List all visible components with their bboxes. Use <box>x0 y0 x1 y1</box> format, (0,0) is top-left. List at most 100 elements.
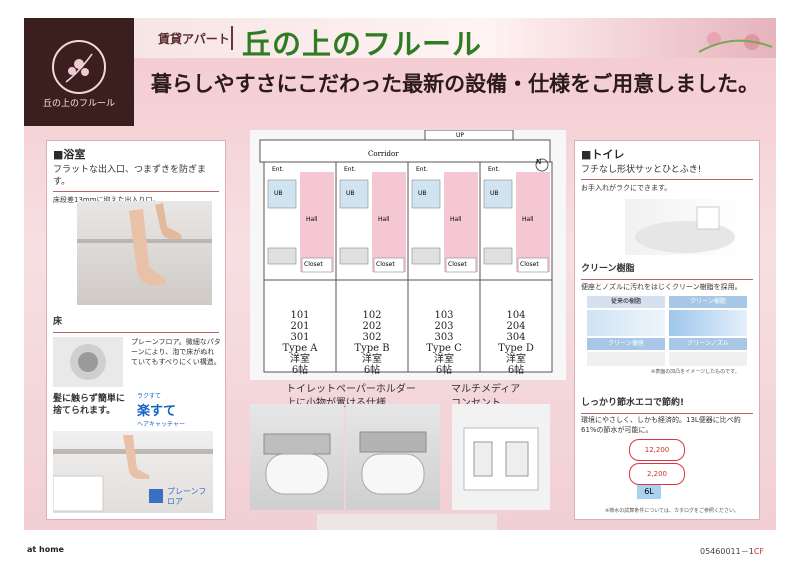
badge-small: ラクすて <box>137 393 162 400</box>
brand-label: プレーンフロア <box>167 487 207 506</box>
floor-text: プレーンフロア。微細なパターンにより、泡で床がぬれていてもすべりにくい構造。 <box>131 338 221 366</box>
room-number: 201 <box>290 321 310 332</box>
ub-label: UB <box>346 190 355 197</box>
bath-note: 床段差13mmに抑えた出入り口。 <box>53 196 160 204</box>
unit-type: Type A <box>282 343 318 354</box>
drain-photo <box>53 337 123 387</box>
bath-lead: フラットな出入口、つまずきを防ぎます。 <box>53 165 207 187</box>
room-number: 304 <box>506 332 526 343</box>
divider <box>53 191 219 192</box>
bath-panel: ■浴室 フラットな出入口、つまずきを防ぎます。 床段差13mmに抑えた出入り口。… <box>46 140 226 520</box>
resin-sample <box>587 310 665 336</box>
room-number: 204 <box>506 321 526 332</box>
divider <box>581 179 753 180</box>
floor-plan: Corridor UP N Ent. Ent. Ent. Ent. UB UB … <box>250 129 566 380</box>
floor-heading: 床 <box>53 317 63 327</box>
title-separator <box>231 26 233 50</box>
logo: 丘の上のフルール <box>24 18 134 126</box>
room-kind: 洋室 <box>434 354 454 365</box>
athome-logo: at home <box>27 545 64 554</box>
flower-logo-icon <box>52 40 106 94</box>
ub-label: UB <box>274 190 283 197</box>
property-title: 丘の上のフルール <box>242 27 483 61</box>
resin-label: クリーンノズル <box>669 338 747 350</box>
hall-label: Hall <box>306 216 318 223</box>
resin-heading: クリーン樹脂 <box>581 264 635 274</box>
divider <box>53 332 219 333</box>
unit-type: Type D <box>498 343 534 354</box>
holder-caption-line2: 上に小物が置ける仕様 <box>286 394 386 409</box>
room-size: 6帖 <box>363 365 381 376</box>
media-caption-line2: コンセント <box>451 394 501 409</box>
divider <box>581 279 753 280</box>
toilet-panel: ■トイレ フチなし形状サッとひとふき! お手入れがラクにできます。 クリーン樹脂… <box>574 140 760 520</box>
ent-label: Ent. <box>488 166 500 173</box>
closet-label: Closet <box>520 261 539 268</box>
resin-label: 従来の樹脂 <box>587 296 665 308</box>
resin-label: クリーン便座 <box>587 338 665 350</box>
closet-label: Closet <box>448 261 467 268</box>
eco-footnote: ※節水の試算条件については、カタログをご参照ください。 <box>605 508 739 514</box>
unit-type-d: 104 204 304 Type D 洋室 6帖 <box>480 310 552 376</box>
floor-plan-drawing <box>250 129 566 380</box>
room-number: 104 <box>506 310 526 321</box>
resin-sample <box>669 310 747 336</box>
room-number: 101 <box>290 310 310 321</box>
room-number: 302 <box>362 332 382 343</box>
toilet-lead: フチなし形状サッとひとふき! <box>581 165 702 175</box>
room-kind: 洋室 <box>362 354 382 365</box>
ent-label: Ent. <box>344 166 356 173</box>
closet-label: Closet <box>376 261 395 268</box>
flower-decoration-icon <box>698 29 773 53</box>
room-number: 203 <box>434 321 454 332</box>
nozzle-sample <box>669 352 747 366</box>
badge-sub: ヘアキャッチャー <box>137 421 185 428</box>
resin-comparison-photo: 従来の樹脂 クリーン樹脂 クリーン便座 クリーンノズル ※表面の凹凸をイメージし… <box>581 296 751 378</box>
unit-type: Type C <box>426 343 462 354</box>
listing-code-main: 05460011－1 <box>700 547 754 556</box>
saving-value-1: 12,200 <box>629 439 685 461</box>
divider <box>581 413 753 414</box>
category-label: 賃貸アパート <box>158 32 230 46</box>
hall-label: Hall <box>450 216 462 223</box>
ent-label: Ent. <box>416 166 428 173</box>
eco-heading: しっかり節水エコで節約! <box>581 398 685 408</box>
toilet-note: お手入れがラクにできます。 <box>581 184 672 192</box>
bath-heading: ■浴室 <box>53 148 86 161</box>
room-size: 6帖 <box>435 365 453 376</box>
ent-label: Ent. <box>272 166 284 173</box>
room-kind: 洋室 <box>290 354 310 365</box>
room-number: 301 <box>290 332 310 343</box>
unit-type: Type B <box>354 343 390 354</box>
footer-band <box>317 514 497 530</box>
room-number: 103 <box>434 310 454 321</box>
media-caption-line1: マルチメディア <box>451 384 521 395</box>
ub-label: UB <box>490 190 499 197</box>
title-bar: 賃貸アパート 丘の上のフルール <box>134 18 776 61</box>
room-size: 6帖 <box>291 365 309 376</box>
unit-type-a: 101 201 301 Type A 洋室 6帖 <box>264 310 336 376</box>
hall-label: Hall <box>378 216 390 223</box>
headline: 暮らしやすさにこだわった最新の設備・仕様をご用意しました。 <box>150 71 760 96</box>
closet-label: Closet <box>304 261 323 268</box>
room-number: 102 <box>362 310 382 321</box>
room-kind: 洋室 <box>506 354 526 365</box>
resin-note: ※表面の凹凸をイメージしたものです。 <box>651 369 740 375</box>
rakusute-badge: ラクすて 楽すて ヘアキャッチャー <box>137 391 217 428</box>
listing-code-suffix: CF <box>753 547 764 556</box>
seat-sample <box>587 352 665 366</box>
bath-entrance-photo <box>77 201 212 305</box>
water-saving-graphic: 12,200 2,200 6L <box>623 439 689 499</box>
resin-label: クリーン樹脂 <box>669 296 747 308</box>
ub-label: UB <box>418 190 427 197</box>
paper-holder-photo-1 <box>250 404 344 510</box>
multimedia-outlet-photo <box>452 404 550 510</box>
saving-value-2: 2,200 <box>629 463 685 485</box>
badge-main: 楽すて <box>137 404 177 419</box>
unit-type-b: 102 202 302 Type B 洋室 6帖 <box>336 310 408 376</box>
room-number: 202 <box>362 321 382 332</box>
eco-text: 環境にやさしく、しかも経済的。13L便器に比べ約61%の節水が可能に。 <box>581 416 741 434</box>
tank-volume: 6L <box>637 485 661 499</box>
unit-type-c: 103 203 303 Type C 洋室 6帖 <box>408 310 480 376</box>
listing-code: 05460011－1CF <box>700 546 764 557</box>
